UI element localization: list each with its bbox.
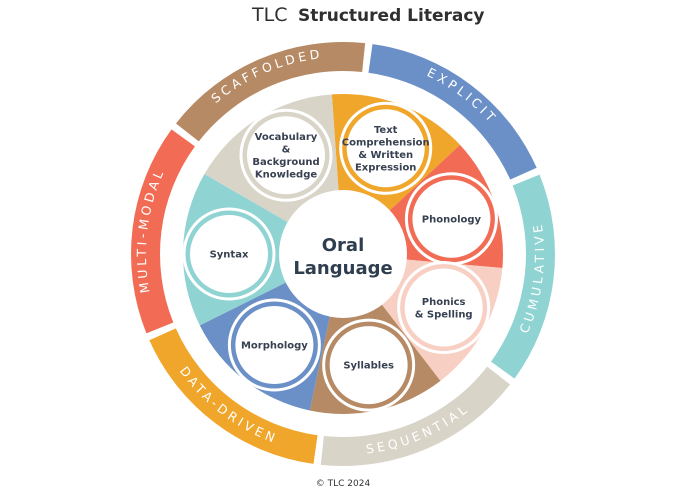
center-line-2: Language — [293, 258, 392, 279]
component-circle-syntax — [190, 215, 268, 293]
center-oral-language: Oral Language — [279, 190, 407, 318]
component-label-line: Comprehension — [342, 138, 430, 149]
component-label-line: Morphology — [241, 341, 308, 352]
outer-segment-explicit — [368, 44, 537, 180]
center-line-1: Oral — [322, 235, 365, 256]
component-label-line: Vocabulary — [255, 132, 318, 143]
component-syntax: Syntax — [182, 207, 276, 301]
component-circle-text-comprehension-written-expression — [346, 109, 425, 188]
page-title: Structured Literacy — [298, 6, 485, 26]
copyright-footer: © TLC 2024 — [316, 479, 371, 489]
outer-segment-data-driven — [149, 328, 318, 464]
center-circle — [279, 190, 407, 318]
component-label-line: & Spelling — [415, 309, 473, 320]
component-circle-syllables — [329, 326, 408, 405]
component-phonics-spelling: Phonics& Spelling — [397, 261, 491, 355]
component-label-line: Knowledge — [255, 170, 318, 181]
component-label-line: Background — [252, 157, 319, 168]
outer-segment-cumulative — [491, 174, 555, 379]
component-circle-phonology — [412, 179, 491, 258]
header: TLC Structured Literacy — [251, 4, 485, 26]
component-morphology: Morphology — [227, 298, 321, 392]
outer-segment-multi-modal — [131, 129, 195, 334]
component-label-line: Syllables — [343, 361, 394, 372]
outer-segment-sequential — [320, 366, 511, 467]
component-circle-morphology — [235, 306, 314, 385]
component-circle-phonics-spelling — [404, 268, 483, 347]
tlc-logo: TLC — [251, 4, 287, 26]
component-phonology: Phonology — [404, 172, 498, 266]
component-label-line: Expression — [355, 163, 416, 174]
component-label-line: & — [282, 145, 291, 156]
component-circle-vocabulary-background-knowledge — [247, 116, 325, 195]
outer-segment-scaffolded — [175, 42, 366, 142]
component-label-line: Phonics — [422, 297, 466, 308]
component-label-line: & Written — [358, 150, 413, 161]
component-label-line: Syntax — [210, 250, 249, 261]
component-syllables: Syllables — [322, 318, 416, 412]
component-label-line: Text — [374, 125, 398, 136]
component-label-line: Phonology — [422, 214, 482, 225]
